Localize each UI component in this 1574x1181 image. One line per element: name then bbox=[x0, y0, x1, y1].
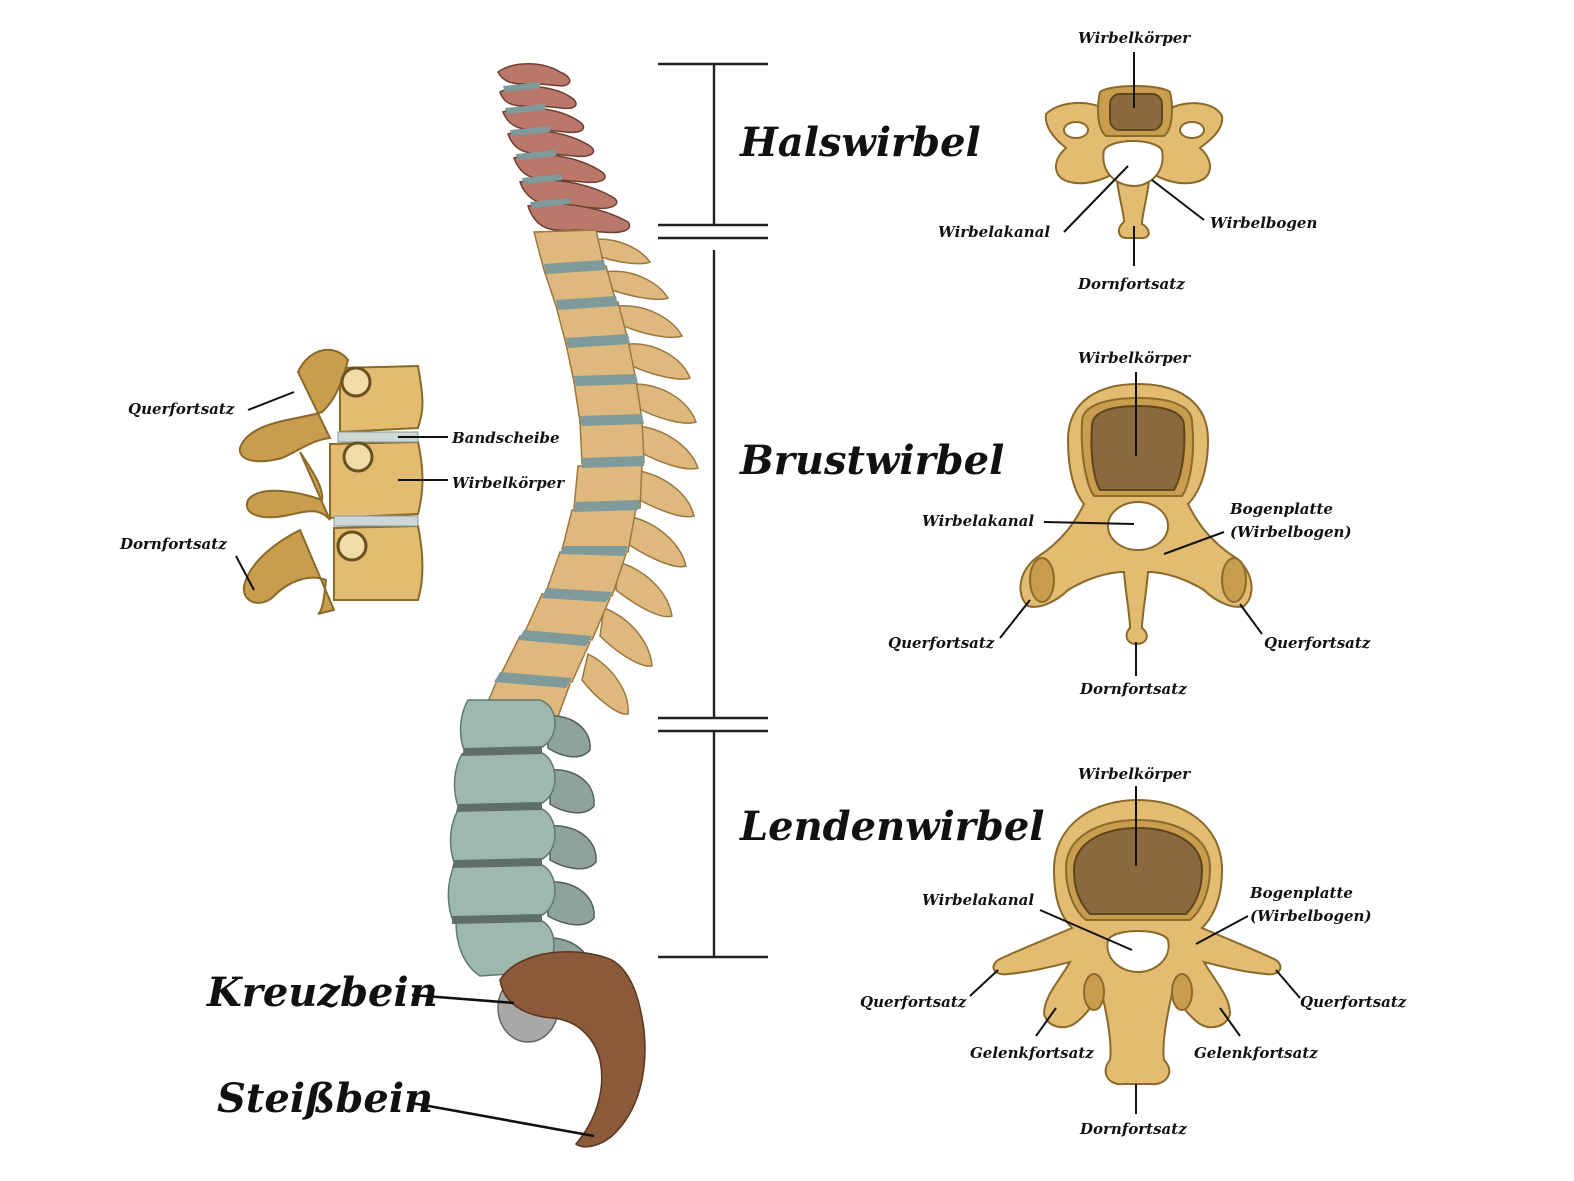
lumb-transverse-right-label: Querfortsatz bbox=[1300, 993, 1407, 1011]
lumbar-vertebrae bbox=[447, 699, 597, 980]
cervical-vertebra-illustration bbox=[1044, 85, 1224, 239]
cerv-canal-leader bbox=[1063, 165, 1129, 233]
thor-transverse-right-label: Querfortsatz bbox=[1264, 634, 1371, 652]
thor-transverse-left-label: Querfortsatz bbox=[888, 634, 995, 652]
lumb-articular-right-leader bbox=[1219, 1007, 1241, 1037]
thor-canal-label: Wirbelakanal bbox=[922, 512, 1034, 530]
cerv-arch-leader bbox=[1151, 179, 1205, 221]
thor-canal-leader bbox=[1043, 521, 1135, 525]
side-spinous-label: Dornfortsatz bbox=[119, 535, 227, 553]
lumb-articular-left-label: Gelenkfortsatz bbox=[970, 1044, 1094, 1062]
lumb-lamina-label-1: Bogenplatte bbox=[1249, 884, 1353, 902]
lumb-canal-leader bbox=[1039, 909, 1133, 951]
thoracic-vertebrae bbox=[480, 229, 699, 723]
spinal-column bbox=[447, 63, 699, 1148]
side-view-vertebrae bbox=[238, 348, 424, 615]
cervical-vertebrae bbox=[497, 63, 631, 234]
lumb-transverse-left-leader bbox=[969, 969, 999, 997]
side-body-label: Wirbelkörper bbox=[452, 474, 565, 492]
cerv-arch-label: Wirbelbogen bbox=[1210, 214, 1317, 232]
lumb-articular-right-label: Gelenkfortsatz bbox=[1194, 1044, 1318, 1062]
sacrum-leader bbox=[411, 993, 515, 1005]
thoracic-vertebra-illustration bbox=[1019, 382, 1253, 646]
lumb-lamina-label-2: (Wirbelbogen) bbox=[1250, 907, 1372, 925]
lumb-transverse-left-label: Querfortsatz bbox=[860, 993, 967, 1011]
side-transverse-label: Querfortsatz bbox=[128, 400, 235, 418]
coccyx-leader bbox=[411, 1101, 595, 1138]
lumbar-label: Lendenwirbel bbox=[739, 803, 1044, 850]
cerv-body-label: Wirbelkörper bbox=[1078, 29, 1191, 47]
sacrum-coccyx bbox=[497, 951, 646, 1148]
thor-lamina-leader bbox=[1163, 531, 1225, 555]
side-transverse-leader bbox=[247, 391, 295, 411]
lumb-transverse-right-leader bbox=[1275, 969, 1301, 999]
side-disc-label: Bandscheibe bbox=[451, 429, 560, 447]
thor-lamina-label-2: (Wirbelbogen) bbox=[1230, 523, 1352, 541]
thor-lamina-label-1: Bogenplatte bbox=[1229, 500, 1333, 518]
coccyx-label: Steißbein bbox=[217, 1075, 433, 1122]
sacrum-label: Kreuzbein bbox=[206, 969, 438, 1016]
thor-body-label: Wirbelkörper bbox=[1078, 349, 1191, 367]
lumb-body-label: Wirbelkörper bbox=[1078, 765, 1191, 783]
thor-transverse-right-leader bbox=[1239, 603, 1263, 635]
region-brackets bbox=[658, 62, 768, 959]
lumb-articular-left-leader bbox=[1035, 1007, 1057, 1037]
lumb-canal-label: Wirbelakanal bbox=[922, 891, 1034, 909]
cerv-spinous-label: Dornfortsatz bbox=[1077, 275, 1185, 293]
lumb-spinous-label: Dornfortsatz bbox=[1079, 1120, 1187, 1138]
lumb-lamina-leader bbox=[1195, 915, 1249, 945]
thor-spinous-label: Dornfortsatz bbox=[1079, 680, 1187, 698]
cerv-canal-label: Wirbelakanal bbox=[938, 223, 1050, 241]
lumbar-vertebra-illustration bbox=[992, 798, 1282, 1086]
side-spinous-leader bbox=[235, 555, 255, 591]
thor-transverse-left-leader bbox=[999, 599, 1031, 639]
thoracic-label: Brustwirbel bbox=[739, 437, 1004, 484]
cervical-label: Halswirbel bbox=[739, 119, 981, 166]
